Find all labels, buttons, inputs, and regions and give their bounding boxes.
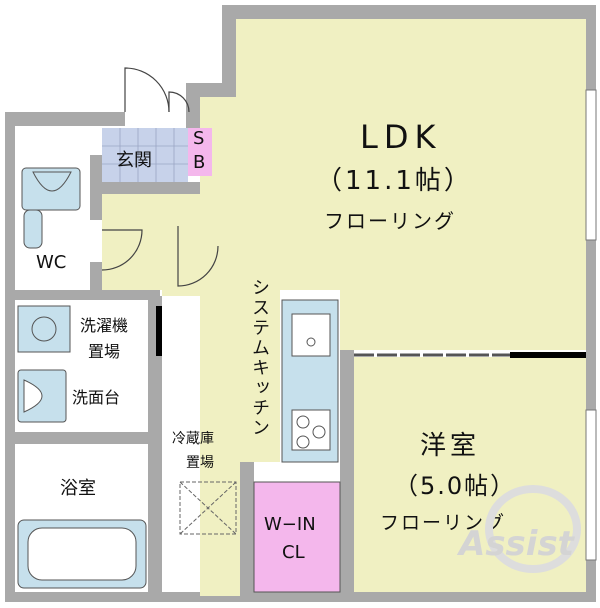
bathtub-fixture: [17, 519, 147, 589]
storage-closet: [188, 128, 212, 176]
closet-label-1: W−IN: [264, 514, 316, 535]
hall-doors: [101, 226, 219, 287]
wc-label: WC: [36, 252, 67, 273]
western-room-label: 洋室: [420, 431, 481, 461]
fridge-space: [179, 481, 237, 535]
storage-label-b: B: [193, 152, 206, 173]
ldk-label: LDK: [360, 118, 442, 156]
washbasin-fixture: [17, 369, 67, 423]
ldk-size-label: （11.1帖）: [316, 166, 473, 196]
washbasin-label: 洗面台: [72, 388, 121, 407]
washer-label-1: 洗濯機: [80, 316, 129, 335]
washer-fixture: [17, 305, 71, 353]
ldk-floor: [162, 19, 586, 596]
washer-label-2: 置場: [88, 342, 121, 361]
assist-logo-icon: Assist: [456, 485, 581, 573]
closet-label-2: CL: [282, 542, 305, 563]
partition-walls: [156, 306, 586, 358]
ldk-floor-label: フローリング: [324, 209, 456, 233]
western-room-size-label: （5.0帖）: [394, 472, 517, 500]
entrance-label: 玄関: [116, 150, 152, 171]
western-room-floor-label: フローリング: [380, 512, 507, 534]
windows: [585, 89, 597, 561]
fridge-label-1: 冷蔵庫: [172, 431, 214, 447]
svg-text:Assist: Assist: [456, 524, 576, 564]
fridge-label-2: 置場: [186, 455, 214, 471]
kitchen-counter: [281, 299, 339, 463]
entrance-tile-grid: [102, 128, 188, 182]
walkin-closet-floor: [253, 481, 341, 593]
entrance-door: [124, 67, 190, 113]
storage-label-s: S: [193, 128, 205, 149]
kitchen-label: システムキッチン: [249, 278, 270, 438]
bath-label: 浴室: [60, 478, 96, 499]
toilet-fixture: [21, 167, 81, 249]
western-room-floor: [354, 357, 586, 592]
